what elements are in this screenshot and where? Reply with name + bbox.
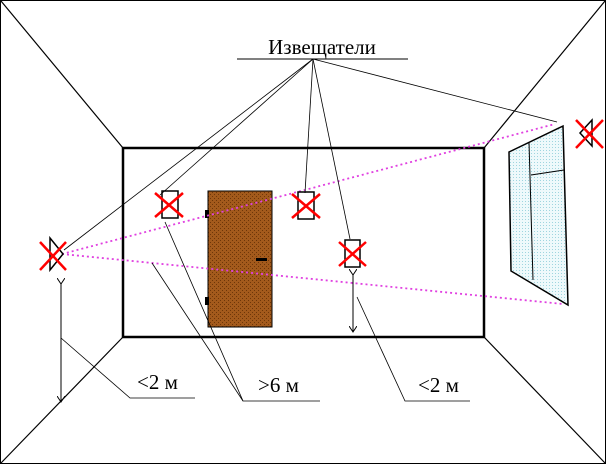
detector-icon xyxy=(154,190,184,219)
coverage-lines xyxy=(61,123,564,305)
distance-leader-lines xyxy=(60,221,470,402)
door-icon xyxy=(205,190,273,328)
detector-leader-lines xyxy=(63,58,558,251)
detector-icon xyxy=(39,235,67,273)
distance-label-middle: >6 м xyxy=(258,373,299,397)
detector-icon xyxy=(338,239,367,268)
back-wall xyxy=(121,146,486,339)
distance-label-right: <2 м xyxy=(418,373,459,397)
detector-icon xyxy=(575,118,604,149)
detectors-label: Извещатели xyxy=(268,35,376,59)
window-icon xyxy=(508,124,569,307)
height-dimension-arrows xyxy=(61,275,353,402)
distance-label-left: <2 м xyxy=(137,370,178,394)
detector-icon xyxy=(291,191,321,220)
